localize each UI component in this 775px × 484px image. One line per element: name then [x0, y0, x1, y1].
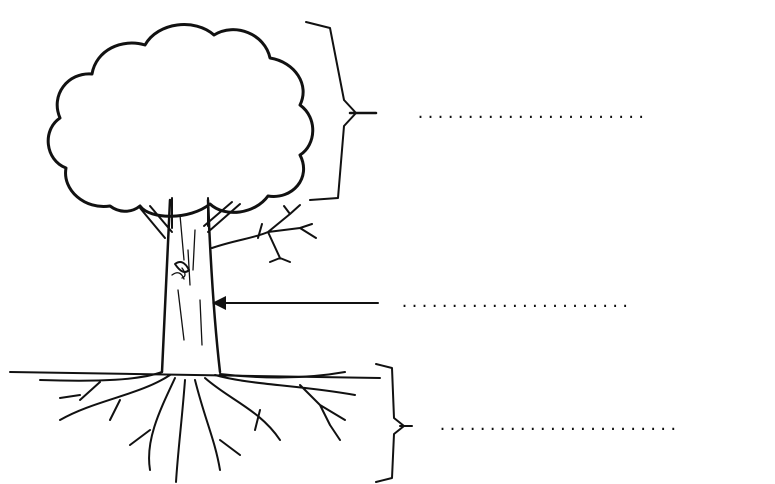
- trunk-answer-line[interactable]: .......................: [400, 293, 631, 311]
- trunk-knot: [175, 262, 189, 272]
- tree-trunk: [162, 200, 220, 372]
- upper-branches: [140, 198, 240, 238]
- trunk-bark-lines: [172, 215, 202, 345]
- roots-bracket: [376, 364, 404, 482]
- tree-crown: [48, 25, 313, 217]
- tree-roots: [40, 372, 355, 482]
- crown-answer-line[interactable]: .......................: [416, 104, 647, 122]
- crown-bracket: [306, 22, 356, 200]
- roots-answer-line[interactable]: ........................: [438, 416, 679, 434]
